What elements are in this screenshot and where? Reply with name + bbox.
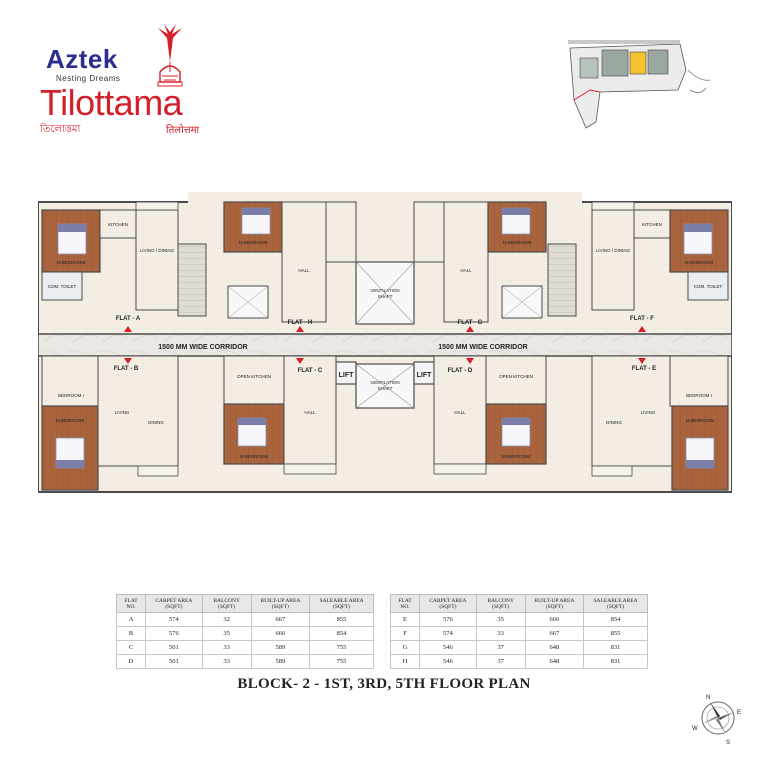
svg-text:HALL: HALL — [460, 268, 472, 273]
svg-text:LIVING: LIVING — [641, 410, 656, 415]
page-title: BLOCK- 2 - 1ST, 3RD, 5TH FLOOR PLAN — [237, 676, 531, 692]
flat-d: HALL OPEN KITCHEN M.BEDROOM FLAT - D — [433, 355, 547, 465]
staircase-right — [547, 243, 577, 317]
company-name: Aztek — [46, 44, 118, 74]
flat-e: LIVING DINING BEDROOM I M.BEDROOM FLAT -… — [591, 355, 729, 491]
flat-b-label: FLAT - B — [114, 366, 139, 372]
project-name-bengali: তিলোত্তমা — [40, 124, 81, 135]
flat-a-label: FLAT - A — [116, 316, 141, 322]
compass-n: N — [706, 695, 710, 701]
svg-text:DINING: DINING — [148, 420, 164, 425]
compass-w: W — [692, 726, 698, 732]
compass-icon: N E S W — [692, 695, 741, 746]
svg-text:BEDROOM I: BEDROOM I — [686, 393, 712, 398]
project-name-hindi: तिलोत्तमा — [166, 125, 200, 136]
table-header-row: FLAT NO. CARPET AREA (SQFT) BALCONY (SQF… — [389, 594, 648, 613]
flat-h-label: FLAT - H — [288, 320, 313, 326]
svg-text:M.BEDROOM: M.BEDROOM — [686, 418, 715, 423]
svg-text:M.BEDROOM: M.BEDROOM — [239, 240, 268, 245]
table-header-row: FLAT NO. CARPET AREA (SQFT) BALCONY (SQF… — [115, 594, 374, 613]
project-name: Tilottama — [40, 82, 183, 123]
svg-text:M.BEDROOM: M.BEDROOM — [502, 454, 531, 459]
area-table-right: FLAT NO. CARPET AREA (SQFT) BALCONY (SQF… — [389, 594, 648, 669]
ventilation-shaft-top-label: VENTILATION — [370, 288, 399, 293]
compass-e: E — [737, 710, 741, 716]
flat-c-label: FLAT - C — [298, 368, 323, 374]
lift-right-label: LIFT — [417, 372, 432, 379]
svg-text:SHAFT: SHAFT — [378, 294, 393, 299]
svg-text:M.BEDROOM: M.BEDROOM — [240, 454, 269, 459]
svg-text:VENTILATION: VENTILATION — [370, 380, 399, 385]
corridor-label-right: 1500 MM WIDE CORRIDOR — [438, 344, 527, 351]
svg-text:M.BEDROOM: M.BEDROOM — [57, 260, 86, 265]
svg-text:LIVING: LIVING — [115, 410, 130, 415]
angel-statue-logo-icon — [157, 24, 183, 87]
corridor — [38, 333, 732, 357]
corridor-label-left: 1500 MM WIDE CORRIDOR — [158, 344, 247, 351]
svg-text:LIVING / DINING: LIVING / DINING — [140, 248, 175, 253]
flat-a: M.BEDROOM KITCHEN LIVING / DINING COM. T… — [41, 209, 179, 322]
flat-c: OPEN KITCHEN M.BEDROOM HALL FLAT - C — [223, 355, 337, 465]
lift-left-label: LIFT — [339, 372, 354, 379]
svg-text:KITCHEN: KITCHEN — [642, 222, 662, 227]
site-key-plan — [568, 40, 711, 129]
svg-text:M.BEDROOM: M.BEDROOM — [503, 240, 532, 245]
floor-plan: 1500 MM WIDE CORRIDOR 1500 MM WIDE CORRI… — [38, 192, 732, 493]
svg-text:COM. TOILET: COM. TOILET — [694, 284, 723, 289]
svg-text:HALL: HALL — [454, 410, 466, 415]
svg-text:COM. TOILET: COM. TOILET — [48, 284, 77, 289]
flat-d-label: FLAT - D — [448, 368, 473, 374]
svg-text:BEDROOM I: BEDROOM I — [58, 393, 84, 398]
staircase-left — [177, 243, 207, 317]
svg-text:M.BEDROOM: M.BEDROOM — [685, 260, 714, 265]
flat-f-label: FLAT - F — [630, 316, 654, 322]
company-tagline: Nesting Dreams — [56, 74, 121, 83]
brand-logo: Aztek Nesting Dreams Tilottama তিলোত্তমা… — [40, 28, 240, 138]
svg-text:SHAFT: SHAFT — [378, 386, 393, 391]
compass-s: S — [726, 740, 730, 746]
svg-text:M.BEDROOM: M.BEDROOM — [56, 418, 85, 423]
flat-g: HALL M.BEDROOM FLAT - G — [413, 201, 547, 326]
area-table-left: FLAT NO. CARPET AREA (SQFT) BALCONY (SQF… — [115, 594, 374, 669]
svg-text:OPEN KITCHEN: OPEN KITCHEN — [237, 374, 271, 379]
svg-text:KITCHEN: KITCHEN — [108, 222, 128, 227]
flat-b: BEDROOM I M.BEDROOM LIVING DINING FLAT -… — [41, 355, 179, 491]
flat-f: LIVING / DINING KITCHEN M.BEDROOM COM. T… — [591, 209, 729, 322]
svg-text:LIVING / DINING: LIVING / DINING — [596, 248, 631, 253]
svg-text:OPEN KITCHEN: OPEN KITCHEN — [499, 374, 533, 379]
svg-text:HALL: HALL — [298, 268, 310, 273]
flat-g-label: FLAT - G — [458, 320, 483, 326]
flat-h: M.BEDROOM HALL FLAT - H — [223, 201, 357, 326]
svg-text:HALL: HALL — [304, 410, 316, 415]
flat-e-label: FLAT - E — [632, 366, 656, 372]
svg-text:DINING: DINING — [606, 420, 622, 425]
